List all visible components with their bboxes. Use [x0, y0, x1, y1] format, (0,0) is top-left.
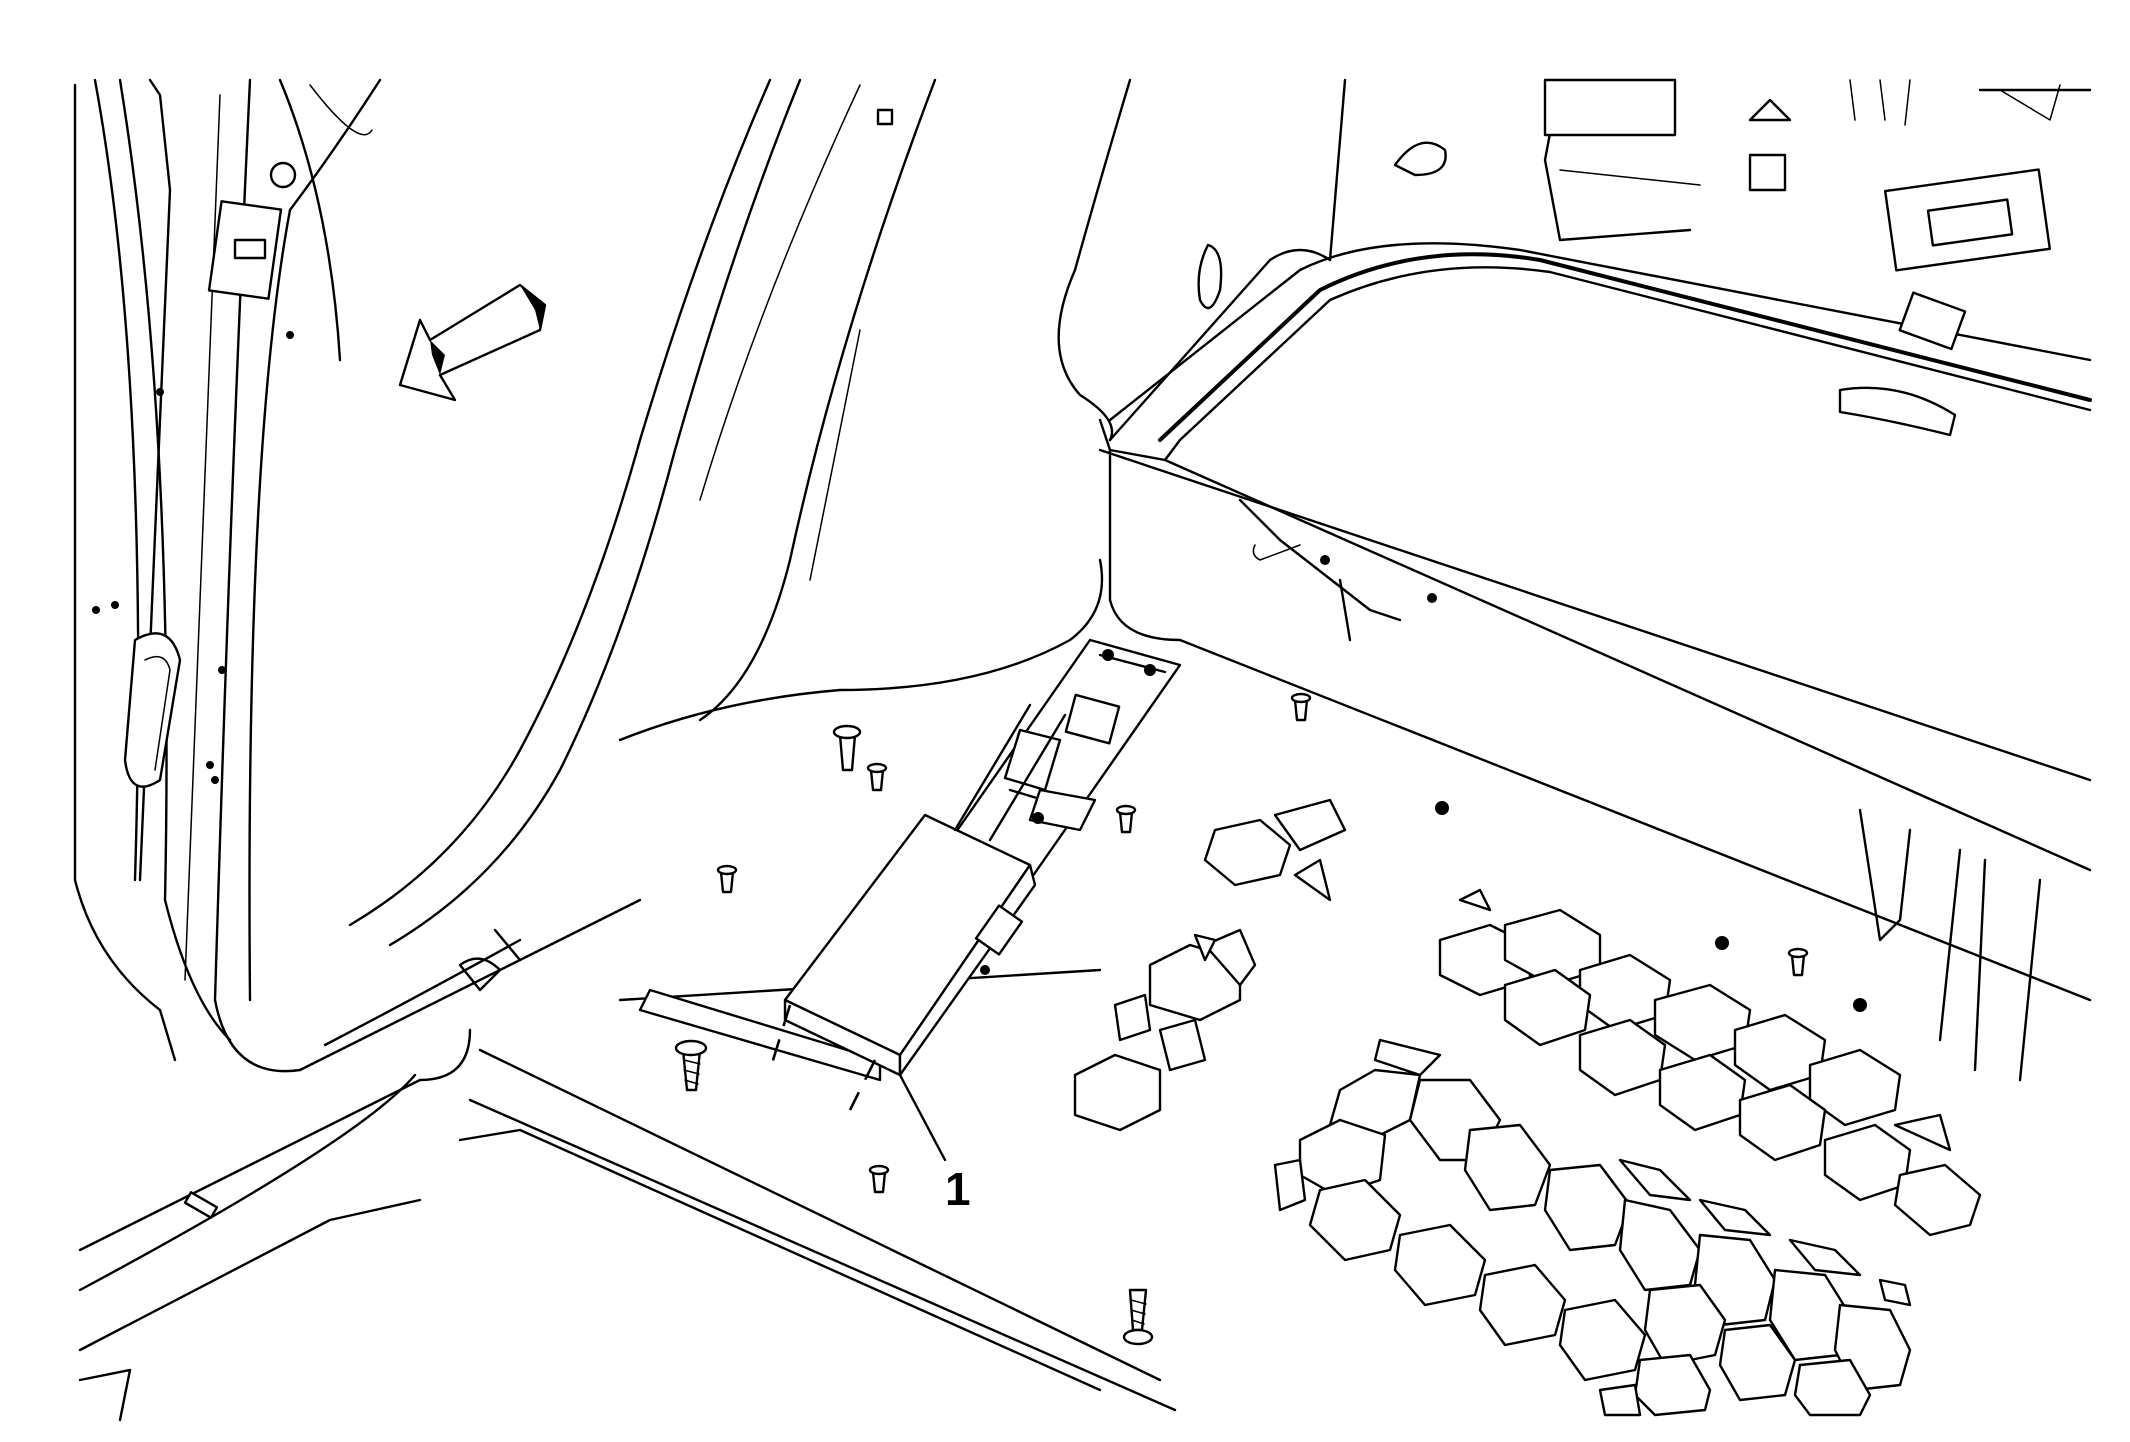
screw-icon [1290, 692, 1312, 722]
seat-pivot-knob [1393, 141, 1447, 177]
electronic-control-module [768, 703, 1067, 1162]
module-connector [974, 904, 1024, 956]
callout-leader-line [898, 1073, 947, 1162]
module-mounting-bracket [938, 638, 1182, 882]
screw-icon [1115, 804, 1137, 834]
screw-icon [868, 1164, 890, 1194]
screw-icon [1122, 1288, 1154, 1346]
screw-icon [716, 864, 738, 894]
door-panel-handle-recess [123, 632, 182, 788]
alignment-line [848, 1059, 877, 1111]
door-opening-structure [73, 78, 642, 1073]
arrow-forward-icon [398, 283, 547, 402]
screw-icon [1787, 947, 1809, 977]
rear-seat-structure [1057, 78, 2092, 1082]
screw-icon [866, 762, 888, 792]
floor-pan [78, 558, 1177, 1422]
floor-insulation-hex-pattern [1073, 798, 1982, 1417]
seat-belt-buckle [1838, 386, 1957, 437]
screw-icon [674, 1039, 708, 1092]
alignment-line [768, 1004, 792, 1071]
callout-label: 1 [945, 1163, 971, 1215]
screw-icon [832, 724, 862, 772]
